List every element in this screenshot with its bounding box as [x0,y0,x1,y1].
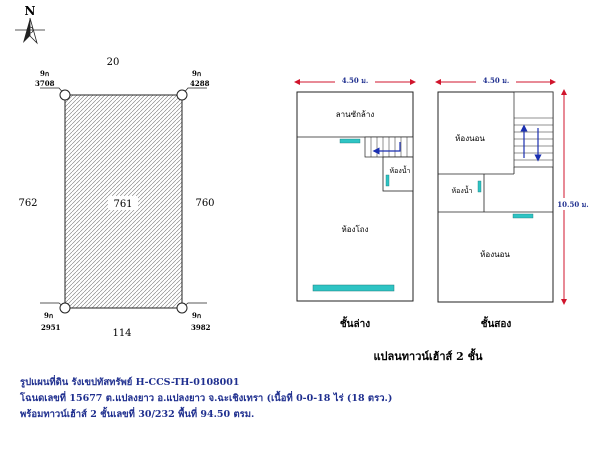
window [477,180,482,193]
caption-line-1: รูปแผนที่ดิน รังเขปทัสทรัพย์ H-CCS-TH-01… [20,377,240,388]
corner-marker [59,89,71,101]
corner-number: 2951 [41,323,61,332]
stair-icon [513,91,554,168]
floor-plan-title: แปลนทาวน์เฮ้าส์ 2 ชั้น [373,348,483,363]
room-bathroom: ห้องน้ำ [390,164,411,175]
width-dimension: 4.50 ม. [483,76,510,85]
corner-marker [176,302,188,314]
plot-label-bg [108,196,138,210]
compass-label: N [25,4,36,18]
depth-dimension: 10.50 ม. [557,200,588,209]
site-plan: 20 762 760 114 761 9ก 3708 9ก 4288 9ก 29… [18,57,214,339]
corner-label: 9ก [192,69,201,78]
ground-floor-plan: 4.50 ม. ลานซักล้าง ห้องน้ำ ห้องโถง ชั้นล… [294,75,416,330]
ground-floor-caption: ชั้นล่าง [340,316,370,330]
corner-number: 3982 [191,323,211,332]
corner-label: 9ก [192,311,201,320]
caption-line-3: พร้อมทาวน์เฮ้าส์ 2 ชั้นเลขที่ 30/232 พื้… [20,409,255,420]
corner-number: 4288 [190,79,210,88]
window [512,213,534,219]
ground-floor-outline [296,91,414,302]
window [385,174,390,187]
neighbor-bottom: 114 [112,328,131,339]
room-hall: ห้องโถง [341,224,368,234]
neighbor-left: 762 [18,198,37,209]
room-bedroom-front: ห้องนอน [455,134,485,143]
plot-number: 761 [113,199,132,210]
corner-marker [59,302,71,314]
stair-icon [364,136,414,158]
caption-line-2: โฉนดเลขที่ 15677 ต.แปลงยาว อ.แปลงยาว จ.ฉ… [20,393,393,404]
corner-label: 9ก [44,311,53,320]
room-laundry: ลานซักล้าง [336,110,375,119]
corner-label: 9ก [40,69,49,78]
second-floor-plan: 4.50 ม. ห้องนอน ห้องน้ำ ห้องนอน 1 [435,75,590,330]
width-dimension: 4.50 ม. [342,76,369,85]
window [339,138,361,144]
window [312,284,395,292]
corner-marker [176,89,188,101]
room-bedroom-back: ห้องนอน [480,250,510,259]
neighbor-top: 20 [107,57,120,68]
room-bathroom: ห้องน้ำ [452,184,473,195]
compass-icon: N [15,4,45,45]
corner-number: 3708 [35,79,55,88]
second-floor-caption: ชั้นสอง [481,316,512,330]
neighbor-right: 760 [195,198,214,209]
